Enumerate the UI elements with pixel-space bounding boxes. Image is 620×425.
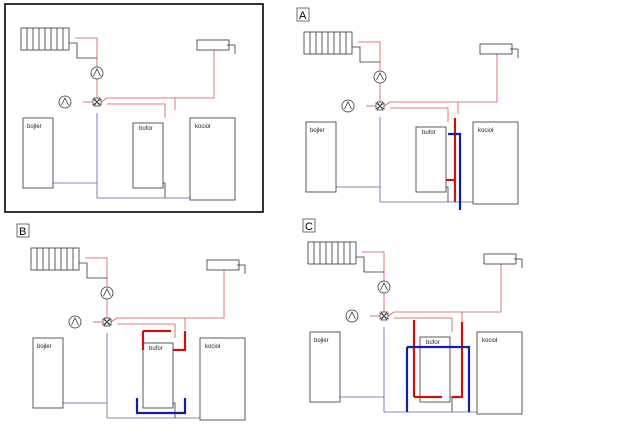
panel-letter: C [305,221,313,233]
panel-letter-box [296,7,310,22]
panel-c: C bojler bufor kocioł [302,218,522,414]
boiler-label: bojler [310,128,325,134]
panel-1: bojler bufor kocioł [4,3,264,213]
furnace-label: kocioł [195,124,211,130]
furnace-label: kocioł [205,344,221,350]
boiler-label: bojler [27,124,42,130]
furnace-label: kocioł [482,338,498,344]
selection-frame [4,3,264,213]
buffer-label: bufor [139,126,153,132]
furnace-label: kocioł [478,128,494,134]
panel-a: A bojler bufor kocioł [296,7,518,210]
panel-letter: A [299,10,307,22]
buffer-label: bufor [422,130,436,136]
panel-letter-box [302,218,316,233]
panel-letter-box [16,223,30,238]
buffer-label: bufor [426,340,440,346]
buffer-label: bufor [149,346,163,352]
panel-b: B bojler bufor kocioł [16,223,245,420]
boiler-label: bojler [37,344,52,350]
boiler-label: bojler [314,338,329,344]
panel-letter: B [19,226,26,238]
